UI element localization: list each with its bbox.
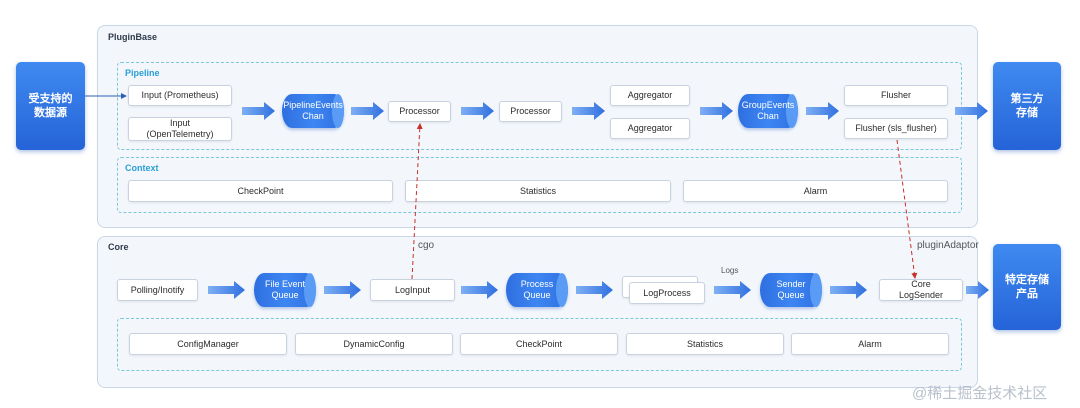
context-group bbox=[117, 157, 962, 213]
dynamicconfig-node: DynamicConfig bbox=[295, 333, 453, 355]
context-alarm: Alarm bbox=[683, 180, 948, 202]
plugin-adaptor-label: pluginAdaptor bbox=[917, 240, 979, 251]
processor-node-1: Processor bbox=[388, 101, 451, 122]
cgo-label: cgo bbox=[418, 240, 435, 251]
file-event-queue: File Event Queue bbox=[254, 273, 316, 307]
context-label: Context bbox=[125, 163, 159, 173]
flusher-sls-node: Flusher (sls_flusher) bbox=[844, 118, 948, 139]
loginput-node: LogInput bbox=[370, 279, 455, 301]
core-title: Core bbox=[108, 242, 129, 252]
specific-storage-node: 特定存储 产品 bbox=[993, 244, 1061, 330]
aggregator-node-2: Aggregator bbox=[610, 118, 690, 139]
process-queue: Process Queue bbox=[506, 273, 568, 307]
supported-datasource-node: 受支持的 数据源 bbox=[16, 62, 85, 150]
core-statistics-node: Statistics bbox=[626, 333, 784, 355]
core-section bbox=[97, 236, 978, 388]
logprocess-node: LogProcess bbox=[629, 282, 705, 304]
logs-label: Logs bbox=[721, 266, 739, 275]
pipeline-events-chan-queue: PipelineEvents Chan bbox=[282, 94, 344, 128]
context-checkpoint: CheckPoint bbox=[128, 180, 393, 202]
third-party-storage-node: 第三方 存储 bbox=[993, 62, 1061, 150]
core-alarm-node: Alarm bbox=[791, 333, 949, 355]
pipeline-label: Pipeline bbox=[125, 68, 160, 78]
input-opentelemetry-node: Input (OpenTelemetry) bbox=[128, 117, 232, 141]
file-event-queue-label: File Event Queue bbox=[264, 279, 306, 300]
watermark: @稀土掘金技术社区 bbox=[912, 385, 1048, 402]
pluginbase-title: PluginBase bbox=[108, 32, 158, 42]
configmanager-node: ConfigManager bbox=[129, 333, 287, 355]
context-statistics: Statistics bbox=[405, 180, 671, 202]
input-prometheus-node: Input (Prometheus) bbox=[128, 85, 232, 106]
core-checkpoint-node: CheckPoint bbox=[460, 333, 618, 355]
flusher-node: Flusher bbox=[844, 85, 948, 106]
sender-queue: Sender Queue bbox=[760, 273, 822, 307]
core-components-group bbox=[117, 318, 962, 371]
sender-queue-label: Sender Queue bbox=[776, 279, 806, 300]
polling-inotify-node: Polling/Inotify bbox=[117, 279, 198, 301]
processor-node-2: Processor bbox=[499, 101, 562, 122]
group-events-chan-queue: GroupEvents Chan bbox=[738, 94, 798, 128]
core-logsender-node: Core LogSender bbox=[879, 279, 963, 301]
aggregator-node-1: Aggregator bbox=[610, 85, 690, 106]
process-queue-label: Process Queue bbox=[520, 279, 554, 300]
group-events-chan-label: GroupEvents Chan bbox=[741, 100, 795, 121]
pipeline-events-chan-label: PipelineEvents Chan bbox=[283, 100, 343, 121]
